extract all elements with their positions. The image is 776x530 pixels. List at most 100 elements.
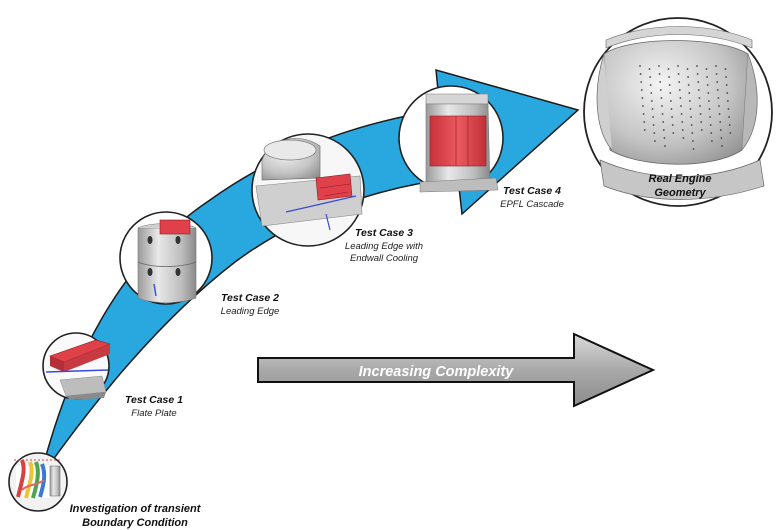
stage-title-test-case-4: Test Case 4 xyxy=(503,185,561,197)
cooling-hole xyxy=(659,89,662,91)
cooling-hole xyxy=(680,113,683,115)
cooling-hole xyxy=(716,81,719,83)
cooling-hole xyxy=(679,97,682,99)
cooling-hole xyxy=(668,84,671,86)
cooling-hole xyxy=(662,129,665,131)
cooling-hole xyxy=(680,105,682,107)
cooling-hole xyxy=(658,73,661,75)
increasing-complexity-label: Increasing Complexity xyxy=(359,364,515,380)
cooling-hole xyxy=(721,145,723,147)
cooling-hole xyxy=(642,113,645,115)
cooling-hole xyxy=(706,84,709,86)
cooling-hole xyxy=(668,76,670,78)
cooling-hole xyxy=(706,76,708,78)
cooling-hole xyxy=(705,68,708,70)
increasing-complexity-arrow xyxy=(257,332,656,408)
stage-label-test-case-1: Test Case 1 Flate Plate xyxy=(125,394,183,419)
cooling-hole xyxy=(678,89,681,91)
cooling-hole xyxy=(729,132,732,134)
cooling-hole xyxy=(689,108,692,110)
stage-label-test-case-2: Test Case 2 Leading Edge xyxy=(221,292,280,317)
cooling-hole xyxy=(717,97,720,99)
cooling-hole xyxy=(720,137,723,139)
cooling-hole xyxy=(664,145,666,147)
stage-title-transient: Investigation of transient xyxy=(70,503,202,515)
stage-title-test-case-1: Test Case 1 xyxy=(125,394,183,406)
stage-subtitle-test-case-3-line1: Leading Edge with xyxy=(345,241,423,252)
stage-title-real-engine-line1: Real Engine xyxy=(649,173,712,185)
cooling-hole xyxy=(670,108,673,110)
cooling-hole xyxy=(658,65,660,67)
cooling-hole xyxy=(700,129,703,131)
stage-subtitle-test-case-2: Leading Edge xyxy=(221,306,280,317)
cooling-hole xyxy=(697,89,700,91)
cooling-hole xyxy=(709,116,711,118)
cooling-hole xyxy=(649,76,651,78)
cooling-hole xyxy=(671,124,674,126)
cooling-hole xyxy=(727,108,730,110)
cooling-hole xyxy=(688,92,691,94)
cooling-hole xyxy=(640,89,643,91)
cooling-hole xyxy=(726,92,729,94)
cooling-hole xyxy=(661,105,663,107)
cooling-hole xyxy=(715,65,717,67)
cooling-hole xyxy=(654,140,656,142)
cooling-hole xyxy=(716,89,719,91)
cooling-hole xyxy=(690,124,693,126)
cooling-hole xyxy=(724,68,727,70)
cooling-hole xyxy=(696,73,699,75)
stage-test-case-1-thumbnail xyxy=(42,332,111,400)
cooling-hole xyxy=(681,121,684,123)
stage-title-test-case-3: Test Case 3 xyxy=(355,227,413,239)
stage-label-test-case-4: Test Case 4 EPFL Cascade xyxy=(500,185,564,210)
cooling-hole xyxy=(663,137,666,139)
cooling-hole xyxy=(677,73,680,75)
cooling-hole xyxy=(649,84,652,86)
cooling-hole xyxy=(651,108,654,110)
cooling-hole xyxy=(639,65,641,67)
stage-subtitle-test-case-1: Flate Plate xyxy=(131,408,176,419)
cooling-hole xyxy=(715,73,718,75)
stage-label-transient: Investigation of transient Boundary Cond… xyxy=(70,503,202,529)
cooling-hole xyxy=(648,68,651,70)
cooling-hole xyxy=(710,132,713,134)
stage-transient-bc-thumbnail xyxy=(8,452,68,512)
cooling-hole xyxy=(643,121,646,123)
cooling-hole xyxy=(718,105,720,107)
cooling-hole xyxy=(719,129,722,131)
stage-test-case-2-thumbnail xyxy=(119,211,213,305)
cooling-hole xyxy=(698,97,701,99)
cooling-hole xyxy=(707,92,710,94)
cooling-hole xyxy=(682,137,685,139)
cooling-hole xyxy=(711,140,713,142)
cooling-hole xyxy=(719,121,722,123)
cooling-hole xyxy=(687,84,690,86)
stage-test-case-3-thumbnail xyxy=(251,133,365,247)
cooling-hole xyxy=(699,113,702,115)
stage-subtitle-test-case-4: EPFL Cascade xyxy=(500,199,564,210)
cooling-hole xyxy=(700,121,703,123)
stage-subtitle-transient: Boundary Condition xyxy=(82,517,188,529)
cooling-hole xyxy=(727,100,729,102)
cooling-hole xyxy=(681,129,684,131)
cooling-hole xyxy=(728,116,730,118)
cooling-hole xyxy=(725,84,728,86)
cooling-hole xyxy=(692,148,695,150)
cooling-hole xyxy=(672,132,675,134)
cooling-hole xyxy=(678,81,681,83)
cooling-hole xyxy=(677,65,679,67)
cooling-hole xyxy=(689,100,691,102)
stage-test-case-4-thumbnail xyxy=(398,85,504,193)
cooling-hole xyxy=(660,97,663,99)
cooling-hole xyxy=(692,140,694,142)
cooling-hole xyxy=(728,124,731,126)
cooling-hole xyxy=(641,97,644,99)
cooling-hole xyxy=(643,129,646,131)
cooling-hole xyxy=(718,113,721,115)
cooling-hole xyxy=(669,92,672,94)
cooling-hole xyxy=(697,81,700,83)
cooling-hole xyxy=(640,81,643,83)
cooling-hole xyxy=(652,116,654,118)
stage-title-real-engine-line2: Geometry xyxy=(654,187,706,199)
stage-title-test-case-2: Test Case 2 xyxy=(221,292,279,304)
